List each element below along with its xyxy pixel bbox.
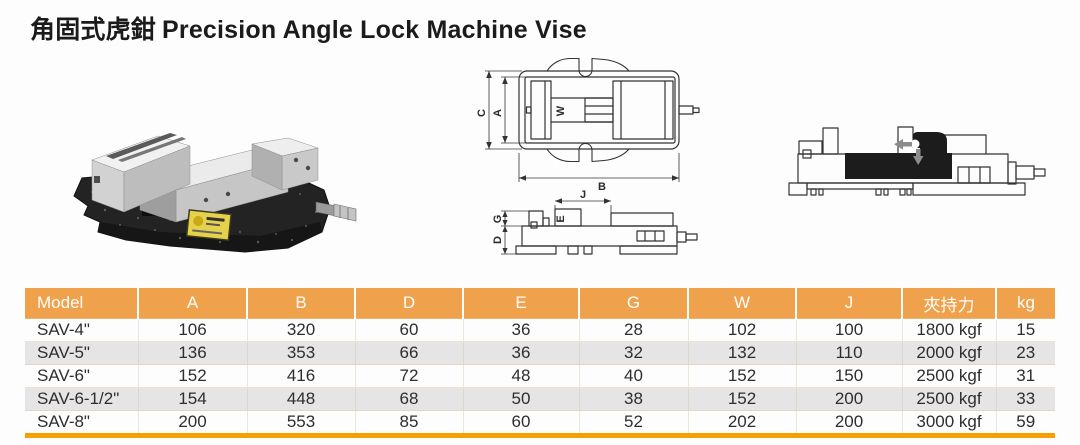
spec-cell: 132 <box>688 341 797 365</box>
spec-cell: 48 <box>463 364 580 388</box>
spec-cell: 15 <box>996 318 1055 342</box>
dim-label-b: B <box>598 181 606 193</box>
spec-cell: 200 <box>796 387 903 411</box>
spec-cell: 33 <box>996 387 1055 411</box>
side-view: J E G D <box>492 189 698 255</box>
spec-cell: 31 <box>996 364 1055 388</box>
product-photo <box>30 60 360 290</box>
column-header-夾持力: 夾持力 <box>902 288 997 319</box>
dim-label-d: D <box>492 236 504 244</box>
plan-view: C A W B <box>476 57 700 193</box>
dim-label-j: J <box>580 189 586 201</box>
spec-cell: 2000 kgf <box>902 341 997 365</box>
spec-cell: 38 <box>579 387 689 411</box>
spec-cell: 106 <box>138 318 248 342</box>
column-header-g: G <box>579 288 689 319</box>
machine-vise-photo <box>73 133 357 253</box>
spec-cell: 2500 kgf <box>902 364 997 388</box>
spec-cell: 202 <box>688 410 797 436</box>
spec-cell: 66 <box>355 341 464 365</box>
force-arrows <box>894 139 924 165</box>
spec-cell: 36 <box>463 318 580 342</box>
dim-label-w: W <box>555 105 567 116</box>
spec-cell: 110 <box>796 341 903 365</box>
dim-label-c: C <box>476 109 488 117</box>
model-cell: SAV-8" <box>25 410 139 436</box>
spec-cell: 320 <box>247 318 356 342</box>
spec-cell: 40 <box>579 364 689 388</box>
spec-cell: 3000 kgf <box>902 410 997 436</box>
spec-cell: 154 <box>138 387 248 411</box>
dim-label-g: G <box>492 215 504 224</box>
spec-cell: 553 <box>247 410 356 436</box>
mechanism-outline <box>788 126 1046 196</box>
spec-cell: 60 <box>355 318 464 342</box>
technical-drawing-mechanism <box>788 123 1080 235</box>
spec-cell: 102 <box>688 318 797 342</box>
column-header-e: E <box>463 288 580 319</box>
brand-label <box>185 209 232 242</box>
column-header-b: B <box>247 288 356 319</box>
spec-cell: 448 <box>247 387 356 411</box>
page-title-en: Precision Angle Lock Machine Vise <box>162 16 587 44</box>
spec-cell: 28 <box>579 318 689 342</box>
spec-cell: 2500 kgf <box>902 387 997 411</box>
column-header-model: Model <box>25 288 139 319</box>
dimension-drawing: C A W B J E <box>476 57 700 255</box>
spec-cell: 200 <box>796 410 903 436</box>
spec-cell: 50 <box>463 387 580 411</box>
model-cell: SAV-6" <box>25 364 139 388</box>
spec-cell: 353 <box>247 341 356 365</box>
angle-lock-mechanism-drawing <box>788 126 1046 196</box>
spec-cell: 68 <box>355 387 464 411</box>
spec-cell: 52 <box>579 410 689 436</box>
spec-cell: 100 <box>796 318 903 342</box>
spec-cell: 59 <box>996 410 1055 436</box>
vise-movable-jaw <box>203 137 319 203</box>
spec-cell: 36 <box>463 341 580 365</box>
model-cell: SAV-4" <box>25 318 139 342</box>
column-header-j: J <box>796 288 903 319</box>
spec-cell: 152 <box>688 387 797 411</box>
spec-cell: 200 <box>138 410 248 436</box>
spec-cell: 152 <box>688 364 797 388</box>
spec-cell: 72 <box>355 364 464 388</box>
dim-label-a: A <box>492 109 504 117</box>
spec-cell: 23 <box>996 341 1055 365</box>
model-cell: SAV-6-1/2" <box>25 387 139 411</box>
spec-cell: 136 <box>138 341 248 365</box>
vise-screw-shaft <box>315 201 357 222</box>
page-title-zh: 角固式虎鉗 <box>30 16 157 44</box>
column-header-kg: kg <box>996 288 1055 319</box>
spec-cell: 416 <box>247 364 356 388</box>
column-header-w: W <box>688 288 797 319</box>
spec-cell: 152 <box>138 364 248 388</box>
vise-fixed-jaw <box>91 133 191 213</box>
model-cell: SAV-5" <box>25 341 139 365</box>
spec-cell: 85 <box>355 410 464 436</box>
spec-cell: 60 <box>463 410 580 436</box>
spec-cell: 1800 kgf <box>902 318 997 342</box>
dim-label-e: E <box>555 215 567 222</box>
spec-cell: 32 <box>579 341 689 365</box>
technical-drawing-plan-side: C A W B J E <box>452 50 724 288</box>
column-header-d: D <box>355 288 464 319</box>
column-header-a: A <box>138 288 248 319</box>
spec-cell: 150 <box>796 364 903 388</box>
